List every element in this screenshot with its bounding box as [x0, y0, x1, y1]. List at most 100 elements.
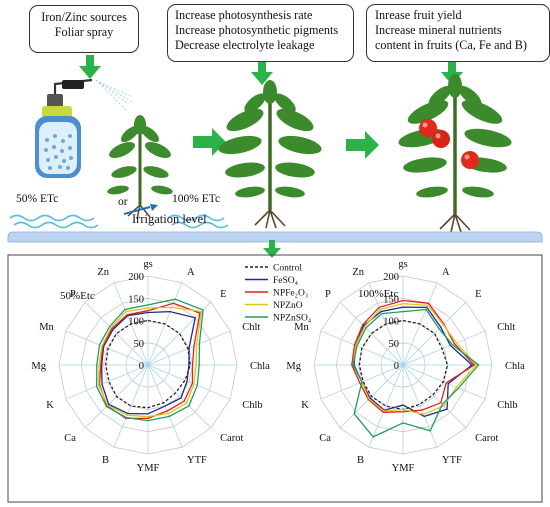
legend-label: NPZnO [273, 301, 303, 311]
axis-label-e: E [475, 289, 481, 300]
axis-label-chlt: Chlt [242, 322, 260, 333]
legend-label: FeSO₄ [273, 276, 298, 286]
axis-label-ytf: YTF [442, 455, 462, 466]
axis-label-mn: Mn [39, 322, 54, 333]
photosynthesis-line-3: Decrease electrolyte leakage [175, 38, 315, 52]
chart-title: 100%Etc [358, 288, 398, 300]
radial-tick-label: 50 [134, 339, 145, 350]
irrigation-or-label: or [118, 196, 128, 208]
axis-label-p: P [70, 289, 76, 300]
series-line [352, 308, 480, 438]
pointer-arrow-icon [123, 206, 151, 215]
right-arrow-icon [193, 128, 379, 159]
radial-tick-label: 150 [128, 294, 144, 305]
axis-label-gs: gs [143, 259, 152, 270]
radar-spoke [65, 364, 149, 400]
sprayer-icon [35, 78, 133, 178]
legend-label: NPFe₂O₃ [273, 289, 308, 299]
legend-item: FeSO₄ [245, 276, 298, 286]
radial-tick-label: 200 [383, 272, 399, 283]
legend-label: Control [273, 264, 302, 274]
radar-spoke [368, 364, 404, 448]
radar-spoke [147, 364, 231, 400]
axis-label-carot: Carot [475, 433, 498, 444]
series-line [95, 298, 204, 422]
legend-item: Control [245, 264, 302, 274]
chart-frame [7, 254, 543, 503]
yield-line-3: content in fruits (Ca, Fe and B) [375, 38, 527, 52]
axis-label-mn: Mn [294, 322, 309, 333]
radar-chart-2: 050100150200gsAEChltChlaChlbCarotYTFYMFB… [286, 259, 525, 474]
axis-label-chlb: Chlb [242, 400, 262, 411]
photosynthesis-box: Increase photosynthesis rate Increase ph… [167, 4, 354, 62]
yield-line-1: Inrease fruit yield [375, 8, 462, 22]
legend-item: NPZnO [245, 301, 303, 311]
small-plant-icon [107, 115, 173, 220]
photosynthesis-line-2: Increase photosynthetic pigments [175, 23, 339, 37]
axis-label-k: K [301, 400, 309, 411]
axis-label-chla: Chla [250, 361, 270, 372]
irrigation-low-label: 50% ETc [16, 193, 59, 205]
axis-label-a: A [442, 267, 450, 278]
down-arrow-icon [79, 55, 463, 85]
yield-line-2: Increase mineral nutrients [375, 23, 502, 37]
radar-spoke [113, 364, 149, 448]
down-arrow-icon [263, 240, 281, 258]
radar-spoke [65, 330, 149, 366]
separator-band [7, 231, 543, 243]
radar-spoke [84, 301, 149, 366]
axis-label-ymf: YMF [392, 463, 415, 474]
radar-spoke [402, 364, 486, 400]
radar-spoke [402, 301, 467, 366]
series-line [98, 302, 201, 420]
axis-label-b: B [102, 455, 109, 466]
axis-label-mg: Mg [286, 361, 301, 372]
axis-label-e: E [220, 289, 226, 300]
series-line [352, 302, 478, 415]
axis-label-carot: Carot [220, 433, 243, 444]
irrigation-level-label: Irrigation level [132, 212, 207, 226]
radial-tick-label: 50 [389, 339, 400, 350]
legend-item: NPFe₂O₃ [245, 289, 308, 299]
radar-spoke [402, 330, 486, 366]
source-line-2: Foliar spray [54, 25, 114, 39]
axis-label-chla: Chla [505, 361, 525, 372]
axis-label-chlb: Chlb [497, 400, 517, 411]
chart-title: 50%Etc [60, 290, 95, 302]
radar-spoke [402, 364, 467, 429]
water-waves-icon [9, 214, 229, 229]
axis-label-ca: Ca [319, 433, 331, 444]
radial-tick-label: 100 [128, 317, 144, 328]
radar-spoke [147, 301, 212, 366]
series-line [98, 306, 203, 418]
radial-tick-label: 100 [383, 317, 399, 328]
schematic-graphics [7, 55, 543, 243]
legend-label: NPZnSO₄ [273, 314, 311, 324]
axis-label-b: B [357, 455, 364, 466]
series-line [101, 310, 196, 415]
fruiting-plant-icon [398, 74, 512, 233]
axis-label-ca: Ca [64, 433, 76, 444]
source-box: Iron/Zinc sources Foliar spray [29, 5, 139, 53]
axis-label-ymf: YMF [137, 463, 160, 474]
axis-label-chlt: Chlt [497, 322, 515, 333]
axis-label-ytf: YTF [187, 455, 207, 466]
radial-tick-label: 150 [383, 294, 399, 305]
axis-label-zn: Zn [352, 267, 364, 278]
source-line-1: Iron/Zinc sources [41, 10, 127, 24]
series-line [351, 299, 476, 413]
tomato-icon [419, 119, 479, 169]
medium-plant-icon [218, 80, 322, 229]
radial-tick-label: 0 [139, 361, 144, 372]
axis-label-k: K [46, 400, 54, 411]
radar-spoke [147, 364, 212, 429]
axis-label-zn: Zn [97, 267, 109, 278]
irrigation-high-label: 100% ETc [172, 193, 221, 205]
radar-chart-1: 050100150200gsAEChltChlaChlbCarotYTFYMFB… [31, 259, 270, 474]
radial-tick-label: 0 [394, 361, 399, 372]
series-line [105, 319, 191, 409]
legend-item: NPZnSO₄ [245, 314, 311, 324]
radial-tick-label: 200 [128, 272, 144, 283]
